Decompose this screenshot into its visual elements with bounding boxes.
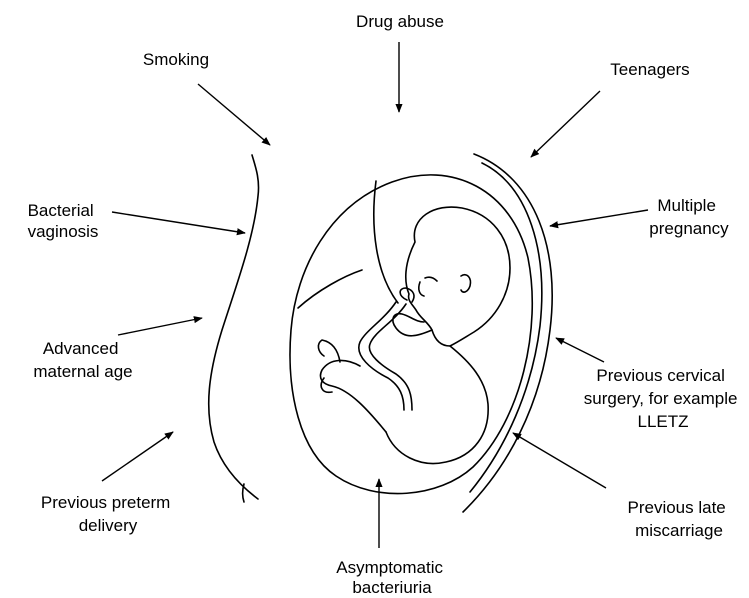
arrow-previous-preterm-delivery [102, 432, 173, 481]
maternal-back-tick [243, 484, 245, 502]
fetus-arm [393, 314, 432, 336]
label-teenagers: Teenagers [610, 60, 689, 79]
umbilical-cord-inner [369, 304, 412, 410]
fetus-head-outline [406, 207, 510, 346]
arrow-previous-cervical-surgery [556, 338, 604, 362]
fetus-leg-lower [318, 340, 340, 362]
arrow-previous-late-miscarriage [513, 433, 606, 488]
label-previous-cervical-surgery: Previous cervical surgery, for example L… [584, 366, 742, 431]
label-drug-abuse: Drug abuse [356, 12, 444, 31]
umbilical-cord [359, 302, 404, 410]
placenta-line [374, 181, 398, 303]
label-multiple-pregnancy: Multiple pregnancy [649, 196, 729, 238]
label-smoking: Smoking [143, 50, 209, 69]
label-advanced-maternal-age: Advanced maternal age [33, 339, 132, 381]
arrow-advanced-maternal-age [118, 318, 202, 335]
arrow-multiple-pregnancy [550, 210, 648, 226]
fetus-ear [461, 275, 470, 292]
placenta-edge [298, 270, 362, 308]
label-asymptomatic-bacteriuria: Asymptomatic bacteriuria [336, 558, 447, 597]
maternal-back-outline [209, 155, 259, 499]
fetus-nose [419, 282, 424, 296]
label-bacterial-vaginosis: Bacterial vaginosis [28, 201, 99, 241]
uterus-outline [290, 175, 532, 494]
label-previous-late-miscarriage: Previous late miscarriage [627, 498, 730, 540]
fetus-eye [425, 277, 437, 281]
label-previous-preterm-delivery: Previous preterm delivery [41, 493, 175, 535]
arrow-bacterial-vaginosis [112, 212, 245, 233]
fetus-back-outline [386, 346, 488, 463]
arrow-smoking [198, 84, 270, 145]
arrow-teenagers [531, 91, 600, 157]
